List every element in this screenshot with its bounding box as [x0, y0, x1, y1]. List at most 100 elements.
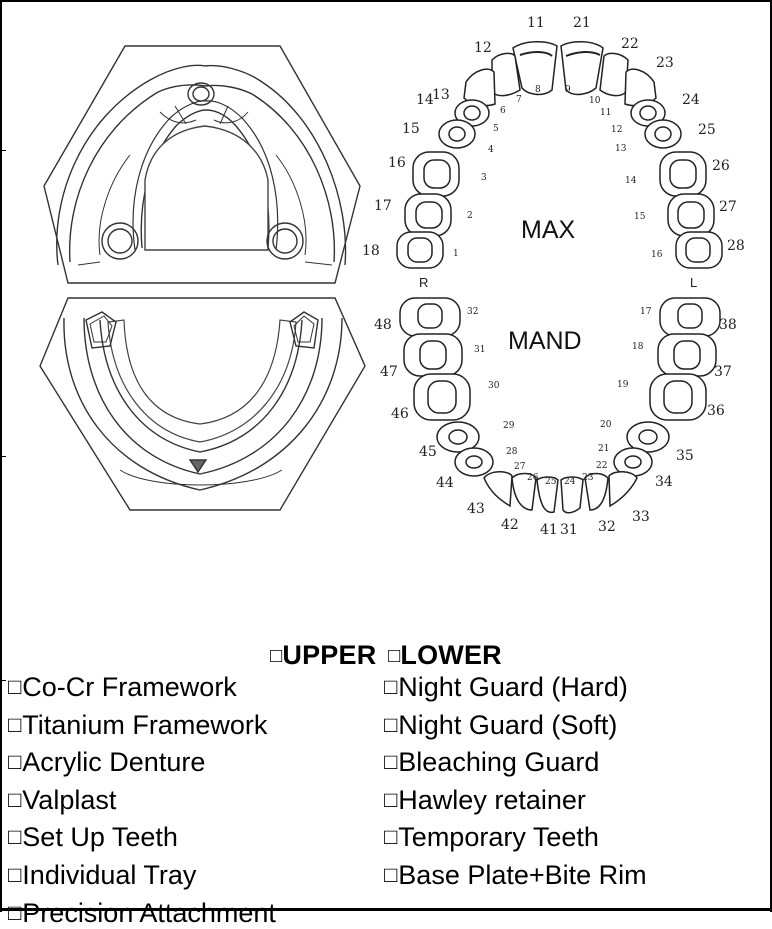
- option-hawley-retainer[interactable]: □Hawley retainer: [384, 785, 586, 816]
- max-label: MAX: [521, 216, 576, 244]
- fdi-27: 27: [719, 199, 737, 215]
- fdi-41: 41: [540, 522, 558, 538]
- option-label: Night Guard (Hard): [398, 672, 628, 702]
- univ-17: 17: [640, 307, 652, 317]
- univ-13: 13: [615, 144, 627, 154]
- fdi-13: 13: [432, 87, 450, 103]
- option-night-guard-soft[interactable]: □Night Guard (Soft): [384, 710, 617, 741]
- univ-12: 12: [611, 125, 622, 135]
- fdi-37: 37: [714, 364, 732, 380]
- fdi-32: 32: [598, 519, 616, 535]
- fdi-36: 36: [707, 403, 725, 419]
- univ-7: 7: [516, 95, 522, 105]
- lower-checkbox-glyph: □: [388, 645, 400, 668]
- option-label: Hawley retainer: [398, 785, 586, 815]
- option-label: Titanium Framework: [22, 710, 267, 740]
- univ-32: 32: [467, 307, 478, 317]
- fdi-34: 34: [655, 474, 673, 490]
- fdi-48: 48: [374, 317, 392, 333]
- fdi-25: 25: [698, 122, 716, 138]
- univ-26: 26: [527, 473, 539, 483]
- univ-29: 29: [503, 421, 515, 431]
- tooth-22[interactable]: [600, 53, 628, 95]
- option-titanium-framework[interactable]: □Titanium Framework: [8, 710, 267, 741]
- fdi-35: 35: [676, 448, 694, 464]
- dental-chart-drawing: MAX MAND R L 11 21 12 22 13 23 14 24 15 …: [0, 0, 772, 640]
- checkbox-glyph: □: [8, 824, 21, 849]
- option-label: Night Guard (Soft): [398, 710, 617, 740]
- option-label: Individual Tray: [22, 860, 196, 890]
- checkbox-glyph: □: [384, 862, 397, 887]
- univ-30: 30: [488, 381, 500, 391]
- left-side-label: L: [690, 275, 697, 290]
- univ-5: 5: [493, 124, 499, 134]
- checkbox-glyph: □: [8, 712, 21, 737]
- univ-27: 27: [514, 462, 526, 472]
- lower-arch-label: LOWER: [400, 640, 502, 671]
- option-bleaching-guard[interactable]: □Bleaching Guard: [384, 747, 599, 778]
- option-individual-tray[interactable]: □Individual Tray: [8, 860, 196, 891]
- fdi-38: 38: [719, 317, 737, 333]
- option-label: Bleaching Guard: [398, 747, 599, 777]
- upper-jaw-model-icon: [44, 46, 360, 283]
- tooth-12[interactable]: [492, 53, 520, 95]
- tooth-33[interactable]: [609, 472, 637, 506]
- univ-10: 10: [589, 96, 601, 106]
- option-valplast[interactable]: □Valplast: [8, 785, 116, 816]
- univ-4: 4: [488, 145, 494, 155]
- univ-25: 25: [545, 477, 557, 487]
- univ-19: 19: [617, 380, 629, 390]
- checkbox-glyph: □: [8, 787, 21, 812]
- option-label: Valplast: [22, 785, 116, 815]
- option-label: Precision Attachment: [22, 898, 276, 928]
- fdi-28: 28: [727, 238, 745, 254]
- fdi-42: 42: [501, 517, 519, 533]
- lower-arch-checkbox[interactable]: □LOWER: [388, 640, 502, 671]
- option-precision-attachment[interactable]: □Precision Attachment: [8, 898, 276, 929]
- tooth-chart-labels: MAX MAND R L 11 21 12 22 13 23 14 24 15 …: [362, 15, 745, 538]
- univ-14: 14: [625, 176, 637, 186]
- fdi-22: 22: [621, 36, 639, 52]
- checkbox-glyph: □: [8, 674, 21, 699]
- option-co-cr-framework[interactable]: □Co-Cr Framework: [8, 672, 237, 703]
- univ-15: 15: [634, 212, 646, 222]
- option-night-guard-hard[interactable]: □Night Guard (Hard): [384, 672, 628, 703]
- right-side-label: R: [419, 275, 428, 290]
- univ-20: 20: [600, 420, 612, 430]
- option-label: Base Plate+Bite Rim: [398, 860, 646, 890]
- row-tick: [0, 680, 6, 681]
- fdi-44: 44: [436, 475, 454, 491]
- upper-checkbox-glyph: □: [270, 645, 282, 668]
- fdi-33: 33: [632, 509, 650, 525]
- fdi-43: 43: [467, 501, 485, 517]
- option-temporary-teeth[interactable]: □Temporary Teeth: [384, 822, 599, 853]
- fdi-11: 11: [527, 15, 545, 31]
- checkbox-glyph: □: [8, 862, 21, 887]
- option-set-up-teeth[interactable]: □Set Up Teeth: [8, 822, 178, 853]
- fdi-24: 24: [682, 92, 700, 108]
- fdi-45: 45: [419, 444, 437, 460]
- univ-8: 8: [535, 85, 541, 95]
- option-label: Co-Cr Framework: [22, 672, 237, 702]
- univ-9: 9: [565, 85, 571, 95]
- fdi-47: 47: [380, 364, 398, 380]
- fdi-46: 46: [391, 406, 409, 422]
- univ-21: 21: [598, 444, 609, 454]
- tooth-chart: [397, 42, 722, 513]
- univ-18: 18: [632, 342, 644, 352]
- upper-arch-checkbox[interactable]: □UPPER: [270, 640, 376, 671]
- option-acrylic-denture[interactable]: □Acrylic Denture: [8, 747, 205, 778]
- tooth-43[interactable]: [484, 472, 512, 506]
- lower-jaw-model-icon: [40, 298, 365, 510]
- univ-24: 24: [564, 477, 576, 487]
- option-base-plate-bite-rim[interactable]: □Base Plate+Bite Rim: [384, 860, 647, 891]
- checkbox-glyph: □: [8, 900, 21, 925]
- univ-28: 28: [506, 447, 518, 457]
- mand-label: MAND: [508, 327, 582, 355]
- univ-6: 6: [500, 106, 506, 116]
- checkbox-glyph: □: [384, 787, 397, 812]
- fdi-15: 15: [402, 121, 420, 137]
- univ-23: 23: [582, 473, 594, 483]
- upper-arch-label: UPPER: [282, 640, 376, 671]
- arch-selection: □UPPER □LOWER: [0, 640, 772, 671]
